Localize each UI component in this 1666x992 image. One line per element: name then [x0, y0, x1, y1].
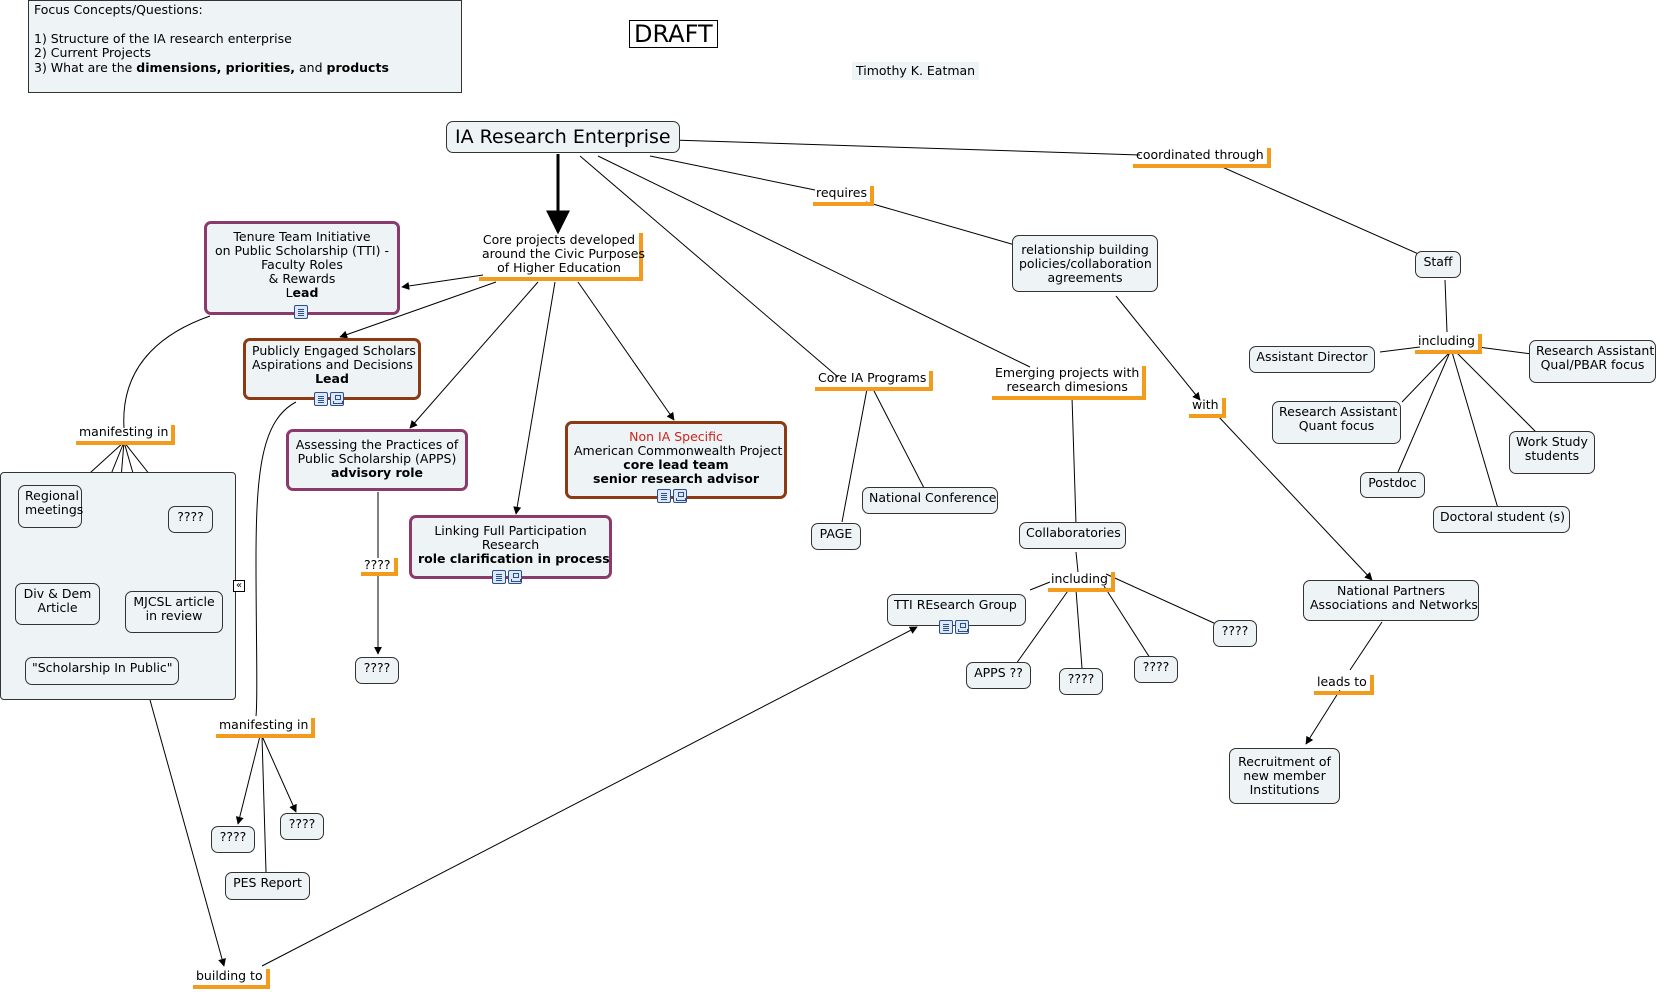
concept-map-icon[interactable] [508, 570, 522, 584]
focus-questions-box: Focus Concepts/Questions: 1) Structure o… [28, 0, 462, 93]
page-node[interactable]: PAGE [811, 523, 861, 550]
doctoral-student-node[interactable]: Doctoral student (s) [1433, 506, 1570, 533]
including-staff-link[interactable]: including [1415, 334, 1482, 354]
american-commonwealth-node[interactable]: Non IA Specific American Commonwealth Pr… [565, 421, 787, 499]
tti-resource-icons[interactable] [294, 304, 308, 323]
focus-title: Focus Concepts/Questions: [34, 2, 203, 17]
manifesting-in-link-1[interactable]: manifesting in [76, 425, 176, 445]
coordinated-through-link[interactable]: coordinated through [1133, 148, 1271, 168]
relationship-building-node[interactable]: relationship building policies/collabora… [1012, 235, 1158, 292]
concept-map-icon[interactable] [330, 392, 344, 406]
staff-node[interactable]: Staff [1415, 251, 1461, 278]
core-projects-link[interactable]: Core projects developed around the Civic… [479, 233, 645, 281]
collapse-icon[interactable]: « [233, 580, 245, 592]
building-to-link[interactable]: building to [193, 969, 270, 989]
requires-link[interactable]: requires [813, 186, 874, 206]
core-ia-programs-link[interactable]: Core IA Programs [815, 371, 934, 391]
tti-node[interactable]: Tenure Team Initiative on Public Scholar… [204, 221, 400, 315]
document-icon[interactable] [657, 489, 671, 503]
national-conference-node[interactable]: National Conference [862, 487, 998, 514]
lfp-resource-icons[interactable] [492, 569, 522, 588]
apps-unknown-link[interactable]: ???? [361, 558, 398, 576]
document-icon[interactable] [939, 620, 953, 634]
concept-map-icon[interactable] [955, 620, 969, 634]
unknown-group-node[interactable]: ???? [168, 506, 213, 533]
draft-label: DRAFT [629, 20, 718, 48]
pes-report-node[interactable]: PES Report [225, 872, 310, 900]
unknown-collab-1-node[interactable]: ???? [1059, 668, 1103, 695]
apps-outcome-node[interactable]: ???? [355, 657, 399, 684]
ia-research-enterprise-node[interactable]: IA Research Enterprise [446, 121, 680, 153]
tti-rg-resource-icons[interactable] [939, 619, 969, 638]
manifesting-in-link-2[interactable]: manifesting in [216, 718, 316, 738]
document-icon[interactable] [294, 305, 308, 319]
author-name: Timothy K. Eatman [852, 62, 980, 80]
unknown-collab-3-node[interactable]: ???? [1213, 620, 1257, 647]
document-icon[interactable] [492, 570, 506, 584]
apps-node[interactable]: Assessing the Practices of Public Schola… [286, 429, 468, 491]
pesad-resource-icons[interactable] [314, 391, 344, 410]
pesad-node[interactable]: Publicly Engaged Scholars Aspirations an… [243, 338, 421, 400]
apps-q-node[interactable]: APPS ?? [966, 662, 1031, 689]
focus-item-1: 1) Structure of the IA research enterpri… [34, 30, 292, 46]
focus-item-3: 3) What are the dimensions, priorities, … [34, 59, 389, 75]
with-link[interactable]: with [1189, 398, 1226, 418]
unknown-collab-2-node[interactable]: ???? [1134, 656, 1178, 683]
concept-map-icon[interactable] [673, 489, 687, 503]
including-collab-link[interactable]: including [1048, 572, 1115, 592]
acp-resource-icons[interactable] [657, 488, 687, 507]
unknown-manifest-2-node[interactable]: ???? [280, 813, 324, 840]
assistant-director-node[interactable]: Assistant Director [1249, 346, 1375, 373]
unknown-manifest-1-node[interactable]: ???? [211, 826, 255, 853]
leads-to-link[interactable]: leads to [1314, 675, 1374, 695]
scholarship-in-public-node[interactable]: "Scholarship In Public" [25, 657, 179, 685]
postdoc-node[interactable]: Postdoc [1360, 472, 1425, 498]
focus-item-2: 2) Current Projects [34, 45, 152, 60]
collaboratories-node[interactable]: Collaboratories [1019, 522, 1126, 549]
document-icon[interactable] [314, 392, 328, 406]
